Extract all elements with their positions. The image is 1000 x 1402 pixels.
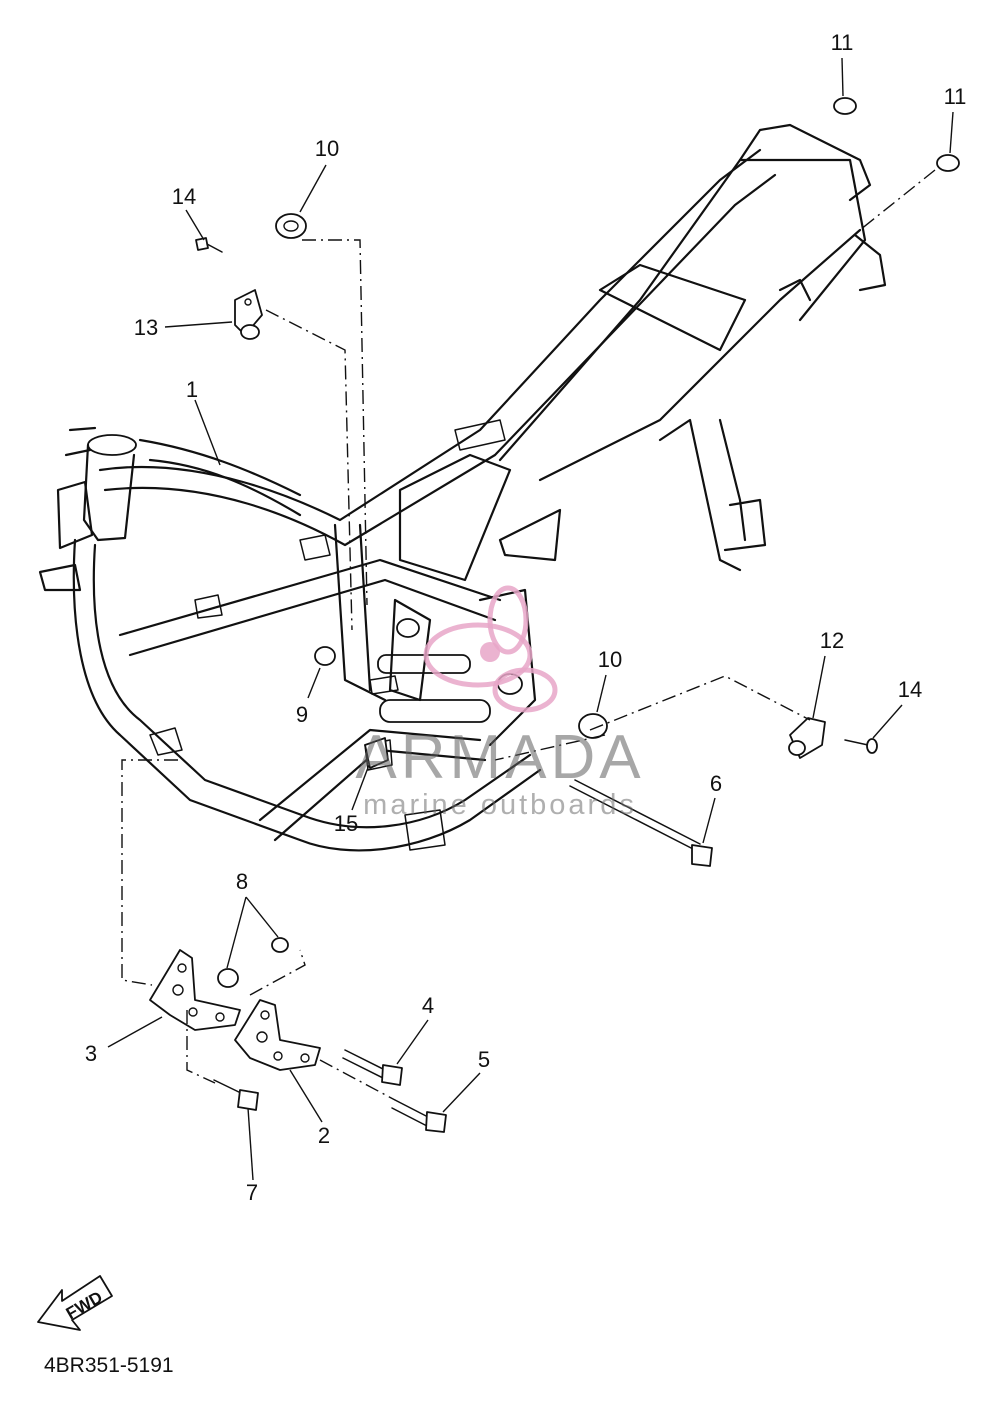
callout-14-upper: 14 (172, 184, 196, 209)
callout-11-top: 11 (831, 30, 854, 55)
callout-9: 9 (296, 702, 308, 727)
fwd-arrow-icon: FWD (37, 1275, 113, 1331)
callout-12: 12 (820, 628, 844, 653)
callout-10-lower: 10 (598, 647, 622, 672)
callout-10-upper: 10 (315, 136, 339, 161)
plate-2 (234, 999, 321, 1071)
bolt-6 (569, 785, 696, 851)
cap-11-left (833, 97, 857, 115)
watermark-brand: ARMADA (355, 723, 644, 792)
collar-9 (314, 646, 336, 666)
callout-2: 2 (318, 1123, 330, 1148)
callout-labels: 11 11 10 14 13 1 9 10 12 14 6 15 8 4 3 5… (85, 30, 967, 1205)
callout-11-right: 11 (944, 84, 967, 109)
watermark-logo (423, 585, 558, 713)
cap-11-right (936, 154, 960, 172)
callout-3: 3 (85, 1041, 97, 1066)
callout-1: 1 (186, 377, 198, 402)
collar-8-a (271, 937, 289, 953)
callout-4: 4 (422, 993, 434, 1018)
bolt-14-lower (844, 739, 869, 746)
watermark: ARMADA marine outboards (355, 585, 644, 821)
callout-8: 8 (236, 869, 248, 894)
small-parts (149, 97, 960, 1133)
bolt-5 (394, 1099, 431, 1119)
callout-7: 7 (246, 1180, 258, 1205)
callout-15: 15 (334, 811, 358, 836)
drawing-code: 4BR351-5191 (44, 1354, 174, 1377)
callout-5: 5 (478, 1047, 490, 1072)
callout-14-lower: 14 (898, 677, 922, 702)
clip-15 (364, 737, 389, 769)
leader-lines (107, 57, 954, 1181)
plate-3 (149, 949, 241, 1031)
callout-6: 6 (710, 771, 722, 796)
collar-8-b (217, 968, 239, 988)
bolt-14-upper (195, 237, 209, 251)
callout-13: 13 (134, 315, 158, 340)
watermark-tagline: marine outboards (363, 789, 637, 821)
bolt-4 (344, 1049, 386, 1071)
